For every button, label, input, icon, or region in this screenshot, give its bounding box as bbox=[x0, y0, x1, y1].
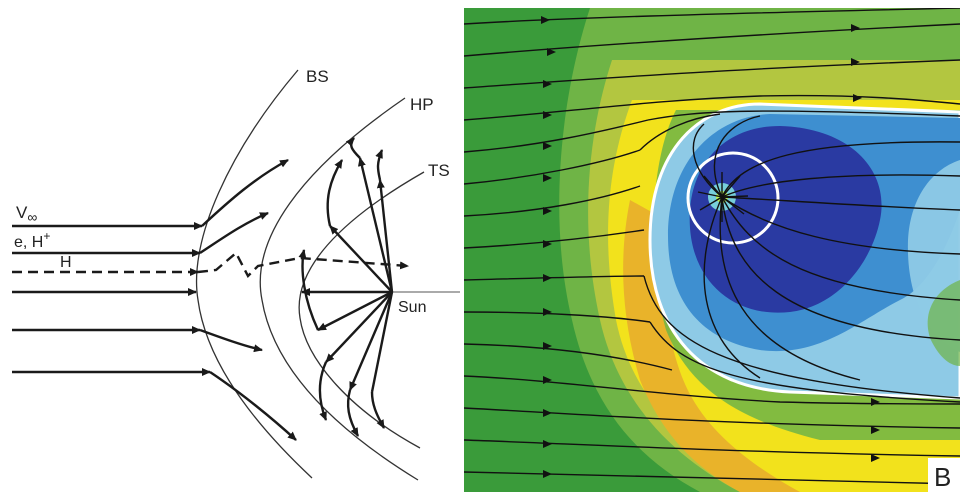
label-v: V∞ bbox=[16, 203, 37, 225]
deflected-flow-3 bbox=[199, 328, 263, 353]
label-ions-main: e, H bbox=[14, 234, 43, 251]
label-h: H bbox=[60, 254, 72, 271]
heliosheath-flows bbox=[298, 137, 386, 437]
schematic-panel: BS HP TS V∞ e, H+ H Sun bbox=[12, 67, 460, 481]
streamline-arrowheads bbox=[541, 16, 880, 478]
label-ts: TS bbox=[428, 161, 450, 180]
deflected-flow-4 bbox=[209, 371, 297, 441]
heliosphere-green-tail bbox=[927, 280, 960, 366]
label-sun: Sun bbox=[398, 299, 426, 316]
deflected-flow-1 bbox=[201, 158, 289, 227]
hydrogen-path bbox=[197, 251, 409, 279]
label-hp: HP bbox=[410, 95, 434, 114]
simulation-panel: B bbox=[464, 8, 960, 492]
label-v-sub: ∞ bbox=[27, 209, 37, 225]
heliopause-curve bbox=[259, 97, 419, 481]
label-ions-sup: + bbox=[43, 229, 50, 243]
solar-wind-arrows bbox=[301, 157, 394, 391]
streamlines-inner bbox=[692, 115, 960, 381]
termination-shock-curve bbox=[298, 171, 425, 449]
label-v-main: V bbox=[16, 203, 28, 222]
heliosphere-navy bbox=[689, 126, 882, 313]
deflected-flow-2 bbox=[199, 211, 269, 255]
streamlines-outer bbox=[464, 8, 960, 485]
bow-shock-curve bbox=[195, 69, 313, 479]
termination-shock-ring bbox=[686, 151, 780, 245]
label-ions: e, H+ bbox=[14, 229, 50, 251]
label-bs: BS bbox=[306, 67, 329, 86]
panel-letter-box bbox=[928, 458, 960, 492]
panel-letter: B bbox=[934, 462, 951, 492]
